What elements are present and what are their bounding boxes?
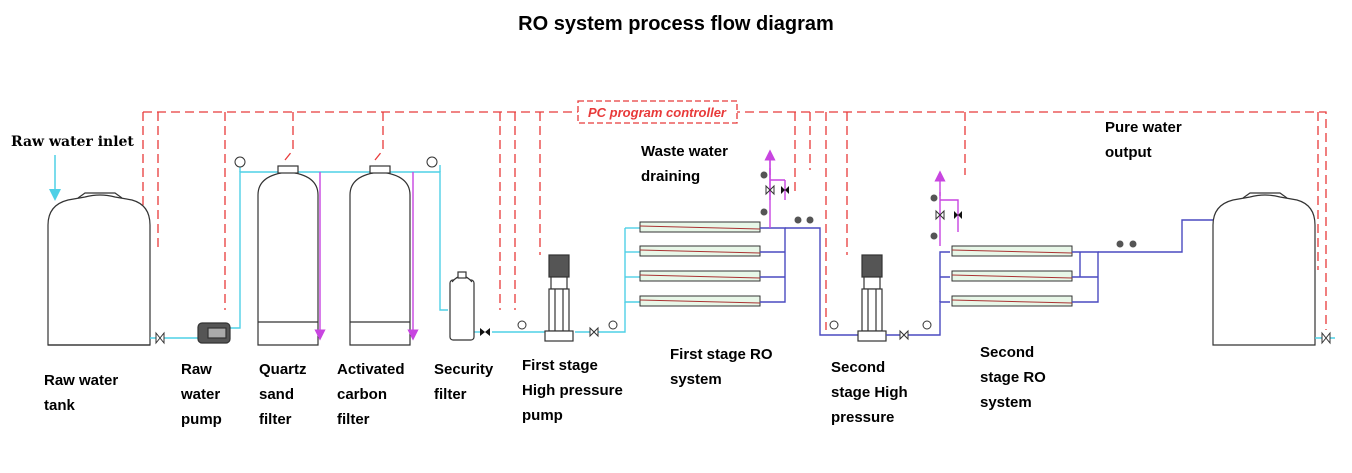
second-stage-pump (857, 254, 887, 342)
control-lines (142, 111, 1327, 330)
gauge-icon (234, 156, 246, 168)
raw-water-pump-label: Raw water pump (181, 361, 222, 428)
gauge-icon (930, 232, 938, 240)
second-stage-ro-label: Second stage RO system (980, 344, 1046, 411)
waste-water-label: Waste water draining (641, 143, 728, 185)
valve-icon (899, 329, 909, 341)
gauge-icon (829, 320, 839, 330)
second-feed-pipe (886, 301, 950, 336)
second-stage-outlets (1072, 219, 1230, 303)
gauge-icon (922, 320, 932, 330)
raw-water-tank (47, 192, 151, 346)
valve-icon (781, 186, 789, 194)
raw-water-inlet-label: Raw water inlet (11, 134, 134, 150)
pure-water-tank (1212, 192, 1316, 346)
second-stage-pump-label: Second stage High pressure (831, 359, 908, 426)
security-filter (449, 271, 475, 341)
gauge-icon (517, 320, 527, 330)
gauge-icon (426, 156, 438, 168)
valve-icon (155, 331, 165, 345)
valve-icon (480, 328, 490, 336)
second-stage-ro (951, 245, 1073, 307)
first-stage-ro-label: First stage RO system (670, 346, 773, 388)
controller-label: PC program controller (588, 105, 727, 120)
gauge-icon (806, 216, 814, 224)
gauge-icon (1129, 240, 1137, 248)
gauge-icon (760, 208, 768, 216)
quartz-sand-filter (257, 165, 319, 346)
second-feed-branch (939, 251, 950, 302)
first-stage-ro (639, 221, 761, 307)
gauge-icon (930, 194, 938, 202)
pure-water-label: Pure water output (1105, 119, 1182, 161)
raw-water-tank-label: Raw water tank (44, 372, 119, 414)
valve-icon (935, 209, 945, 221)
gauge-icon (760, 171, 768, 179)
valve-icon (589, 326, 599, 338)
valve-icon (765, 184, 775, 196)
raw-water-pump (197, 322, 231, 344)
first-stage-pump-label: First stage High pressure pump (522, 357, 623, 424)
activated-carbon-filter (349, 165, 411, 346)
activated-carbon-filter-label: Activated carbon filter (337, 361, 405, 428)
gauge-icon (794, 216, 802, 224)
valve-icon (954, 211, 962, 219)
valve-icon (1321, 331, 1331, 345)
page-title: RO system process flow diagram (518, 13, 834, 35)
first-stage-outlets (760, 227, 860, 336)
gauge-icon (1116, 240, 1124, 248)
controller-box (577, 100, 738, 124)
concentrate-outlet-1 (769, 160, 786, 228)
gauge-icon (608, 320, 618, 330)
security-filter-label: Security filter (434, 361, 494, 403)
concentrate-outlet-2 (939, 192, 959, 246)
first-stage-pump (544, 254, 574, 342)
quartz-sand-filter-label: Quartz sand filter (259, 361, 307, 428)
